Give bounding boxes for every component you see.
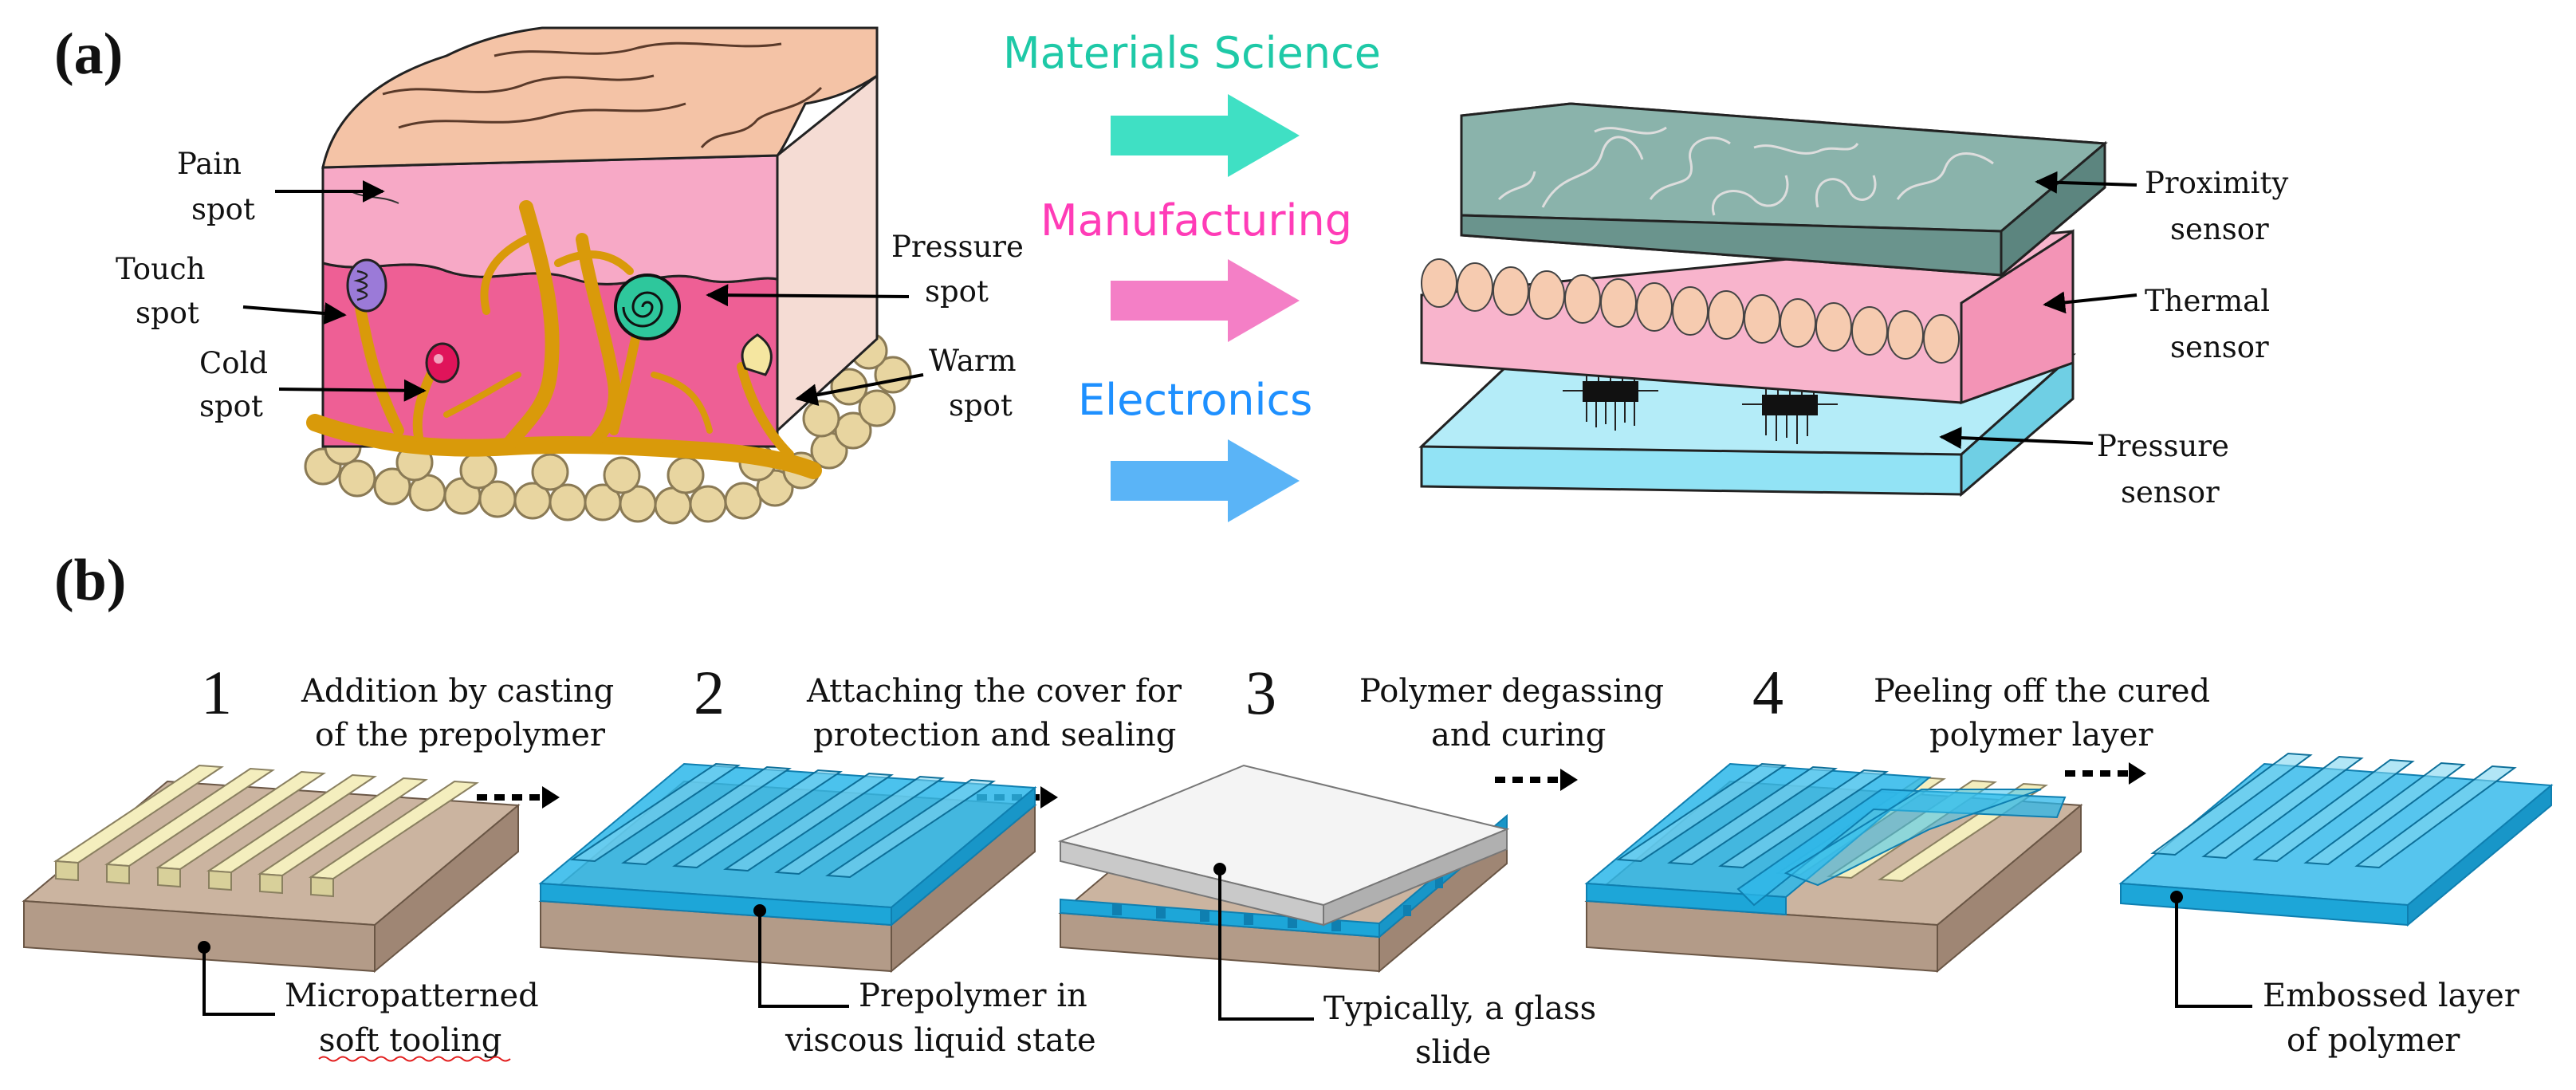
pressure-spot-label-2: spot xyxy=(925,274,989,309)
thermal-sensor-label: Thermal xyxy=(2145,284,2270,318)
proximity-sensor-arrow xyxy=(2035,171,2137,194)
pressure-sensor-arrow xyxy=(1939,427,2094,450)
warm-spot-label-2: spot xyxy=(949,388,1013,423)
stage-3-glass-cover: Typically, a glass slide xyxy=(1057,764,1596,1071)
step-2-number: 2 xyxy=(694,658,725,727)
proximity-sensor-label-2: sensor xyxy=(2170,212,2269,246)
pain-spot-label: Pain xyxy=(177,147,242,181)
materials-science-arrow xyxy=(1111,94,1300,177)
touch-spot-label: Touch xyxy=(116,252,205,286)
step-1-text: Addition by casting xyxy=(301,673,614,710)
step-1-text-2: of the prepolymer xyxy=(315,717,606,754)
step-1-number: 1 xyxy=(201,658,232,727)
callout-3-text: Typically, a glass xyxy=(1323,990,1596,1027)
step-2-text-2: protection and sealing xyxy=(813,717,1176,754)
callout-3-text-2: slide xyxy=(1415,1034,1491,1071)
panel-label-b: (b) xyxy=(54,548,126,613)
cold-spot-label: Cold xyxy=(199,346,268,380)
pressure-sensor-label-2: sensor xyxy=(2121,475,2220,510)
step-4-text: Peeling off the cured xyxy=(1874,673,2210,710)
cold-spot-arrow xyxy=(278,379,427,402)
stage-1-mold: Micropatterned soft tooling xyxy=(22,764,539,1062)
manufacturing-arrow xyxy=(1111,259,1300,342)
manufacturing-label: Manufacturing xyxy=(1040,195,1352,246)
step-4-text-2: polymer layer xyxy=(1929,717,2153,754)
materials-science-label: Materials Science xyxy=(1003,28,1381,78)
epidermis-layer xyxy=(321,154,779,285)
sensor-stack: Proximity sensor Thermal sensor Pressure… xyxy=(1418,102,2288,510)
callout-2-text: Prepolymer in xyxy=(859,978,1087,1014)
stage-5-embossed-layer: Embossed layer of polymer xyxy=(2118,752,2554,1059)
proximity-sensor-label: Proximity xyxy=(2145,166,2288,200)
stage-4-peeling xyxy=(1584,762,2083,974)
pressure-receptor xyxy=(614,273,681,340)
step-3-number: 3 xyxy=(1245,658,1276,727)
warm-spot-label: Warm xyxy=(929,344,1017,378)
step-3-text: Polymer degassing xyxy=(1359,673,1664,710)
thermal-sensor-label-2: sensor xyxy=(2170,330,2269,364)
cold-receptor xyxy=(425,342,460,384)
mold-ridges xyxy=(53,764,479,898)
electronics-arrow xyxy=(1111,439,1300,522)
discipline-arrows: Materials Science Manufacturing Electron… xyxy=(1003,28,1381,522)
cold-spot-label-2: spot xyxy=(199,389,263,423)
step-2-text: Attaching the cover for xyxy=(806,673,1182,710)
thermal-sensor-arrow xyxy=(2043,291,2137,314)
callout-1-text: Micropatterned xyxy=(285,978,539,1014)
warm-spot-arrow xyxy=(795,373,924,407)
touch-spot-label-2: spot xyxy=(136,296,199,330)
pain-spot-label-2: spot xyxy=(191,192,255,226)
stage-2-prepolymer: Prepolymer in viscous liquid state xyxy=(538,762,1096,1059)
nerve-fibers xyxy=(306,200,822,479)
pressure-spot-label: Pressure xyxy=(891,230,1024,264)
panel-label-a: (a) xyxy=(54,22,123,87)
pressure-sensor-label: Pressure xyxy=(2097,429,2229,463)
callout-4-text-2: of polymer xyxy=(2287,1022,2460,1059)
callout-1-text-2: soft tooling xyxy=(319,1022,501,1059)
skin-illustration: Pain spot Touch spot Cold spot Pressure … xyxy=(116,26,1024,525)
step-3-text-2: and curing xyxy=(1431,717,1606,754)
callout-2-text-2: viscous liquid state xyxy=(785,1022,1096,1059)
step-headings: 1 Addition by casting of the prepolymer … xyxy=(201,658,2210,754)
pressure-spot-arrow xyxy=(706,284,910,307)
electronics-label: Electronics xyxy=(1078,375,1312,425)
touch-spot-arrow xyxy=(242,302,347,325)
nanowires xyxy=(1497,126,1994,216)
thermal-fibers xyxy=(1421,258,1960,364)
callout-4-text: Embossed layer xyxy=(2263,978,2520,1014)
warm-receptor xyxy=(741,333,773,376)
step-4-number: 4 xyxy=(1752,658,1784,727)
